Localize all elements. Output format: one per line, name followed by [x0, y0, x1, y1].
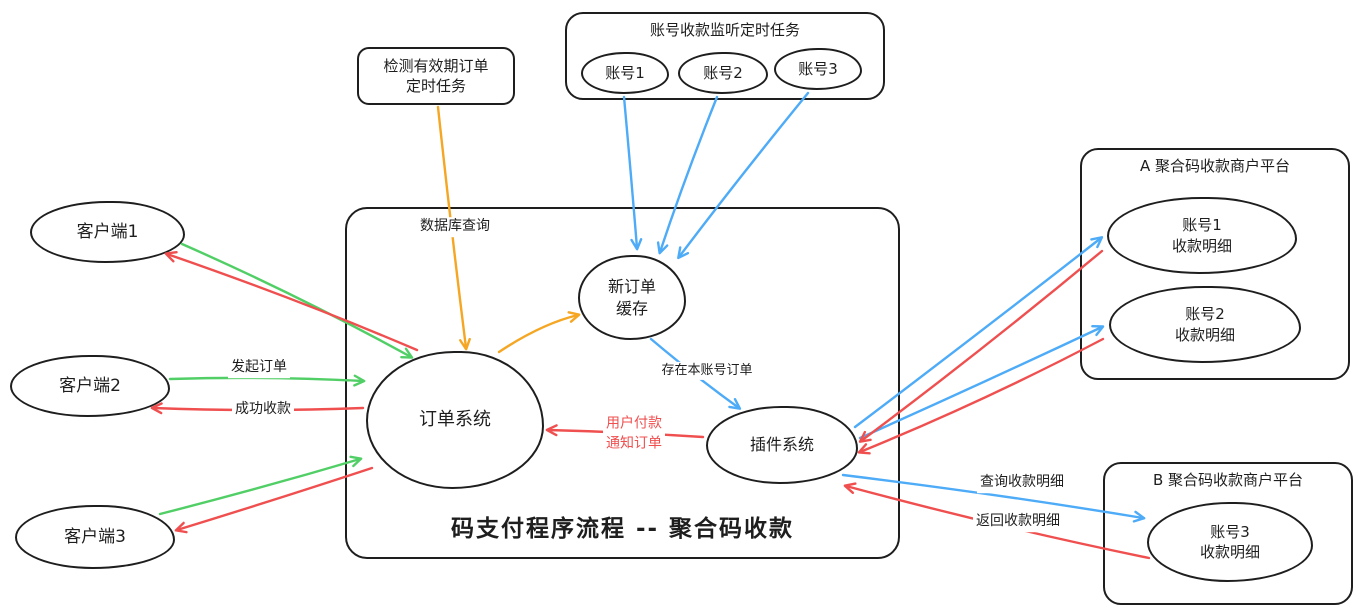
- plugin-system-label: 插件系统: [749, 435, 814, 455]
- listener-account-1-label: 账号1: [605, 63, 645, 82]
- platform-b-title: B 聚合码收款商户平台: [1152, 471, 1304, 489]
- node-listener-account-2: 账号2: [678, 52, 768, 94]
- client-1-label: 客户端1: [76, 221, 139, 242]
- listener-account-3-label: 账号3: [798, 59, 838, 78]
- order-system-label: 订单系统: [419, 408, 491, 430]
- platform-b-account-3-line2: 收款明细: [1199, 543, 1260, 561]
- node-client-2: 客户端2: [10, 355, 170, 417]
- listener-account-2-label: 账号2: [703, 63, 743, 82]
- node-platform-b-account-3: 账号3 收款明细: [1147, 502, 1313, 582]
- group-account-listener-task: 账号收款监听定时任务 账号1 账号2 账号3: [565, 12, 885, 100]
- group-main-system: 码支付程序流程 -- 聚合码收款: [345, 207, 900, 559]
- group-platform-b: B 聚合码收款商户平台 账号3 收款明细: [1103, 462, 1353, 605]
- client-3-label: 客户端3: [64, 526, 126, 547]
- client-2-label: 客户端2: [59, 375, 121, 396]
- arrow-order-system-to-client3: [174, 466, 374, 534]
- arrow-client3-to-order-system: [158, 455, 363, 516]
- platform-a-title: A 聚合码收款商户平台: [1139, 157, 1291, 175]
- detect-task-line2: 定时任务: [405, 77, 466, 95]
- edge-label-return-details: 返回收款明细: [973, 512, 1063, 532]
- diagram-title: 码支付程序流程 -- 聚合码收款: [450, 516, 795, 542]
- detect-task-line1: 检测有效期订单: [383, 56, 489, 75]
- edge-label-db-query: 数据库查询: [417, 217, 493, 237]
- platform-a-account-2-line1: 账号2: [1185, 305, 1225, 324]
- edge-label-query-details: 查询收款明细: [977, 473, 1067, 493]
- node-new-order-cache: 新订单 缓存: [578, 255, 686, 340]
- platform-b-account-3-line1: 账号3: [1210, 522, 1250, 541]
- platform-a-account-1-line2: 收款明细: [1171, 236, 1232, 255]
- node-platform-a-account-1: 账号1 收款明细: [1107, 197, 1297, 274]
- platform-a-account-1-line1: 账号1: [1182, 216, 1222, 235]
- edge-label-user-pay-line2: 通知订单: [606, 435, 662, 451]
- edge-label-user-pay-line1: 用户付款: [606, 415, 662, 432]
- group-platform-a: A 聚合码收款商户平台 账号1 收款明细 账号2 收款明细: [1080, 148, 1350, 380]
- platform-a-account-2-line2: 收款明细: [1174, 325, 1235, 344]
- edge-label-order-exists: 存在本账号订单: [658, 361, 756, 381]
- edge-label-initiate-order: 发起订单: [228, 358, 290, 378]
- node-listener-account-3: 账号3: [774, 48, 862, 90]
- node-client-3: 客户端3: [15, 505, 175, 569]
- node-order-system: 订单系统: [366, 351, 544, 489]
- edge-label-success-payment: 成功收款: [232, 400, 294, 420]
- node-listener-account-1: 账号1: [581, 52, 669, 94]
- group-account-listener-title: 账号收款监听定时任务: [649, 21, 800, 39]
- cache-line1: 新订单: [607, 276, 656, 296]
- node-detect-order-task: 检测有效期订单 定时任务: [357, 47, 515, 105]
- arrow-client2-to-order-system: [168, 374, 366, 387]
- node-client-1: 客户端1: [30, 201, 185, 263]
- cache-line2: 缓存: [615, 298, 648, 318]
- node-platform-a-account-2: 账号2 收款明细: [1109, 286, 1301, 363]
- edge-label-user-pay-notify: 用户付款 通知订单: [603, 414, 665, 454]
- node-plugin-system: 插件系统: [706, 406, 858, 484]
